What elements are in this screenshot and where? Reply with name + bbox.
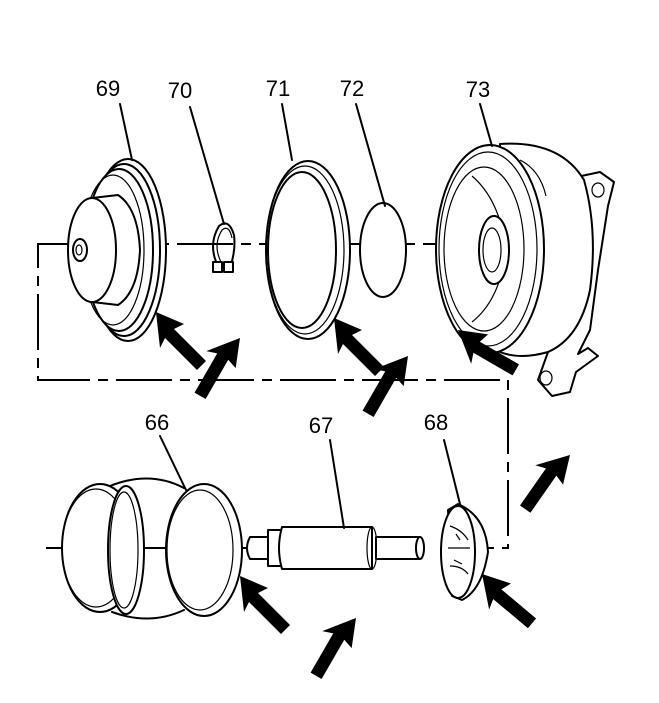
part-66-springs [61, 477, 243, 620]
callout-71: 71 [266, 76, 290, 101]
arrow-icon [299, 618, 369, 682]
part-70-snap-ring [212, 222, 236, 273]
callout-73: 73 [466, 77, 490, 102]
arrow-icon [183, 338, 253, 402]
arrow-icon [240, 576, 290, 634]
callout-labels: 69 70 71 72 73 66 67 68 [96, 76, 490, 438]
part-71-seal-ring [265, 160, 351, 340]
callout-68: 68 [424, 410, 448, 435]
part-73-housing [435, 142, 615, 397]
arrow-icon [512, 455, 579, 515]
arrow-icon [482, 569, 537, 632]
callout-72: 72 [340, 76, 364, 101]
leader-lines [119, 103, 493, 529]
part-69-piston [67, 158, 167, 342]
arrow-icon [156, 312, 206, 370]
callout-67: 67 [309, 413, 333, 438]
callout-69: 69 [96, 76, 120, 101]
part-67-servo-pin [246, 526, 425, 570]
arrow-icon [334, 318, 384, 376]
part-72-disc-seal [359, 202, 407, 298]
callout-66: 66 [145, 410, 169, 435]
part-68-retainer-plate [440, 503, 489, 601]
callout-70: 70 [168, 78, 192, 103]
arrow-icon [351, 356, 421, 420]
